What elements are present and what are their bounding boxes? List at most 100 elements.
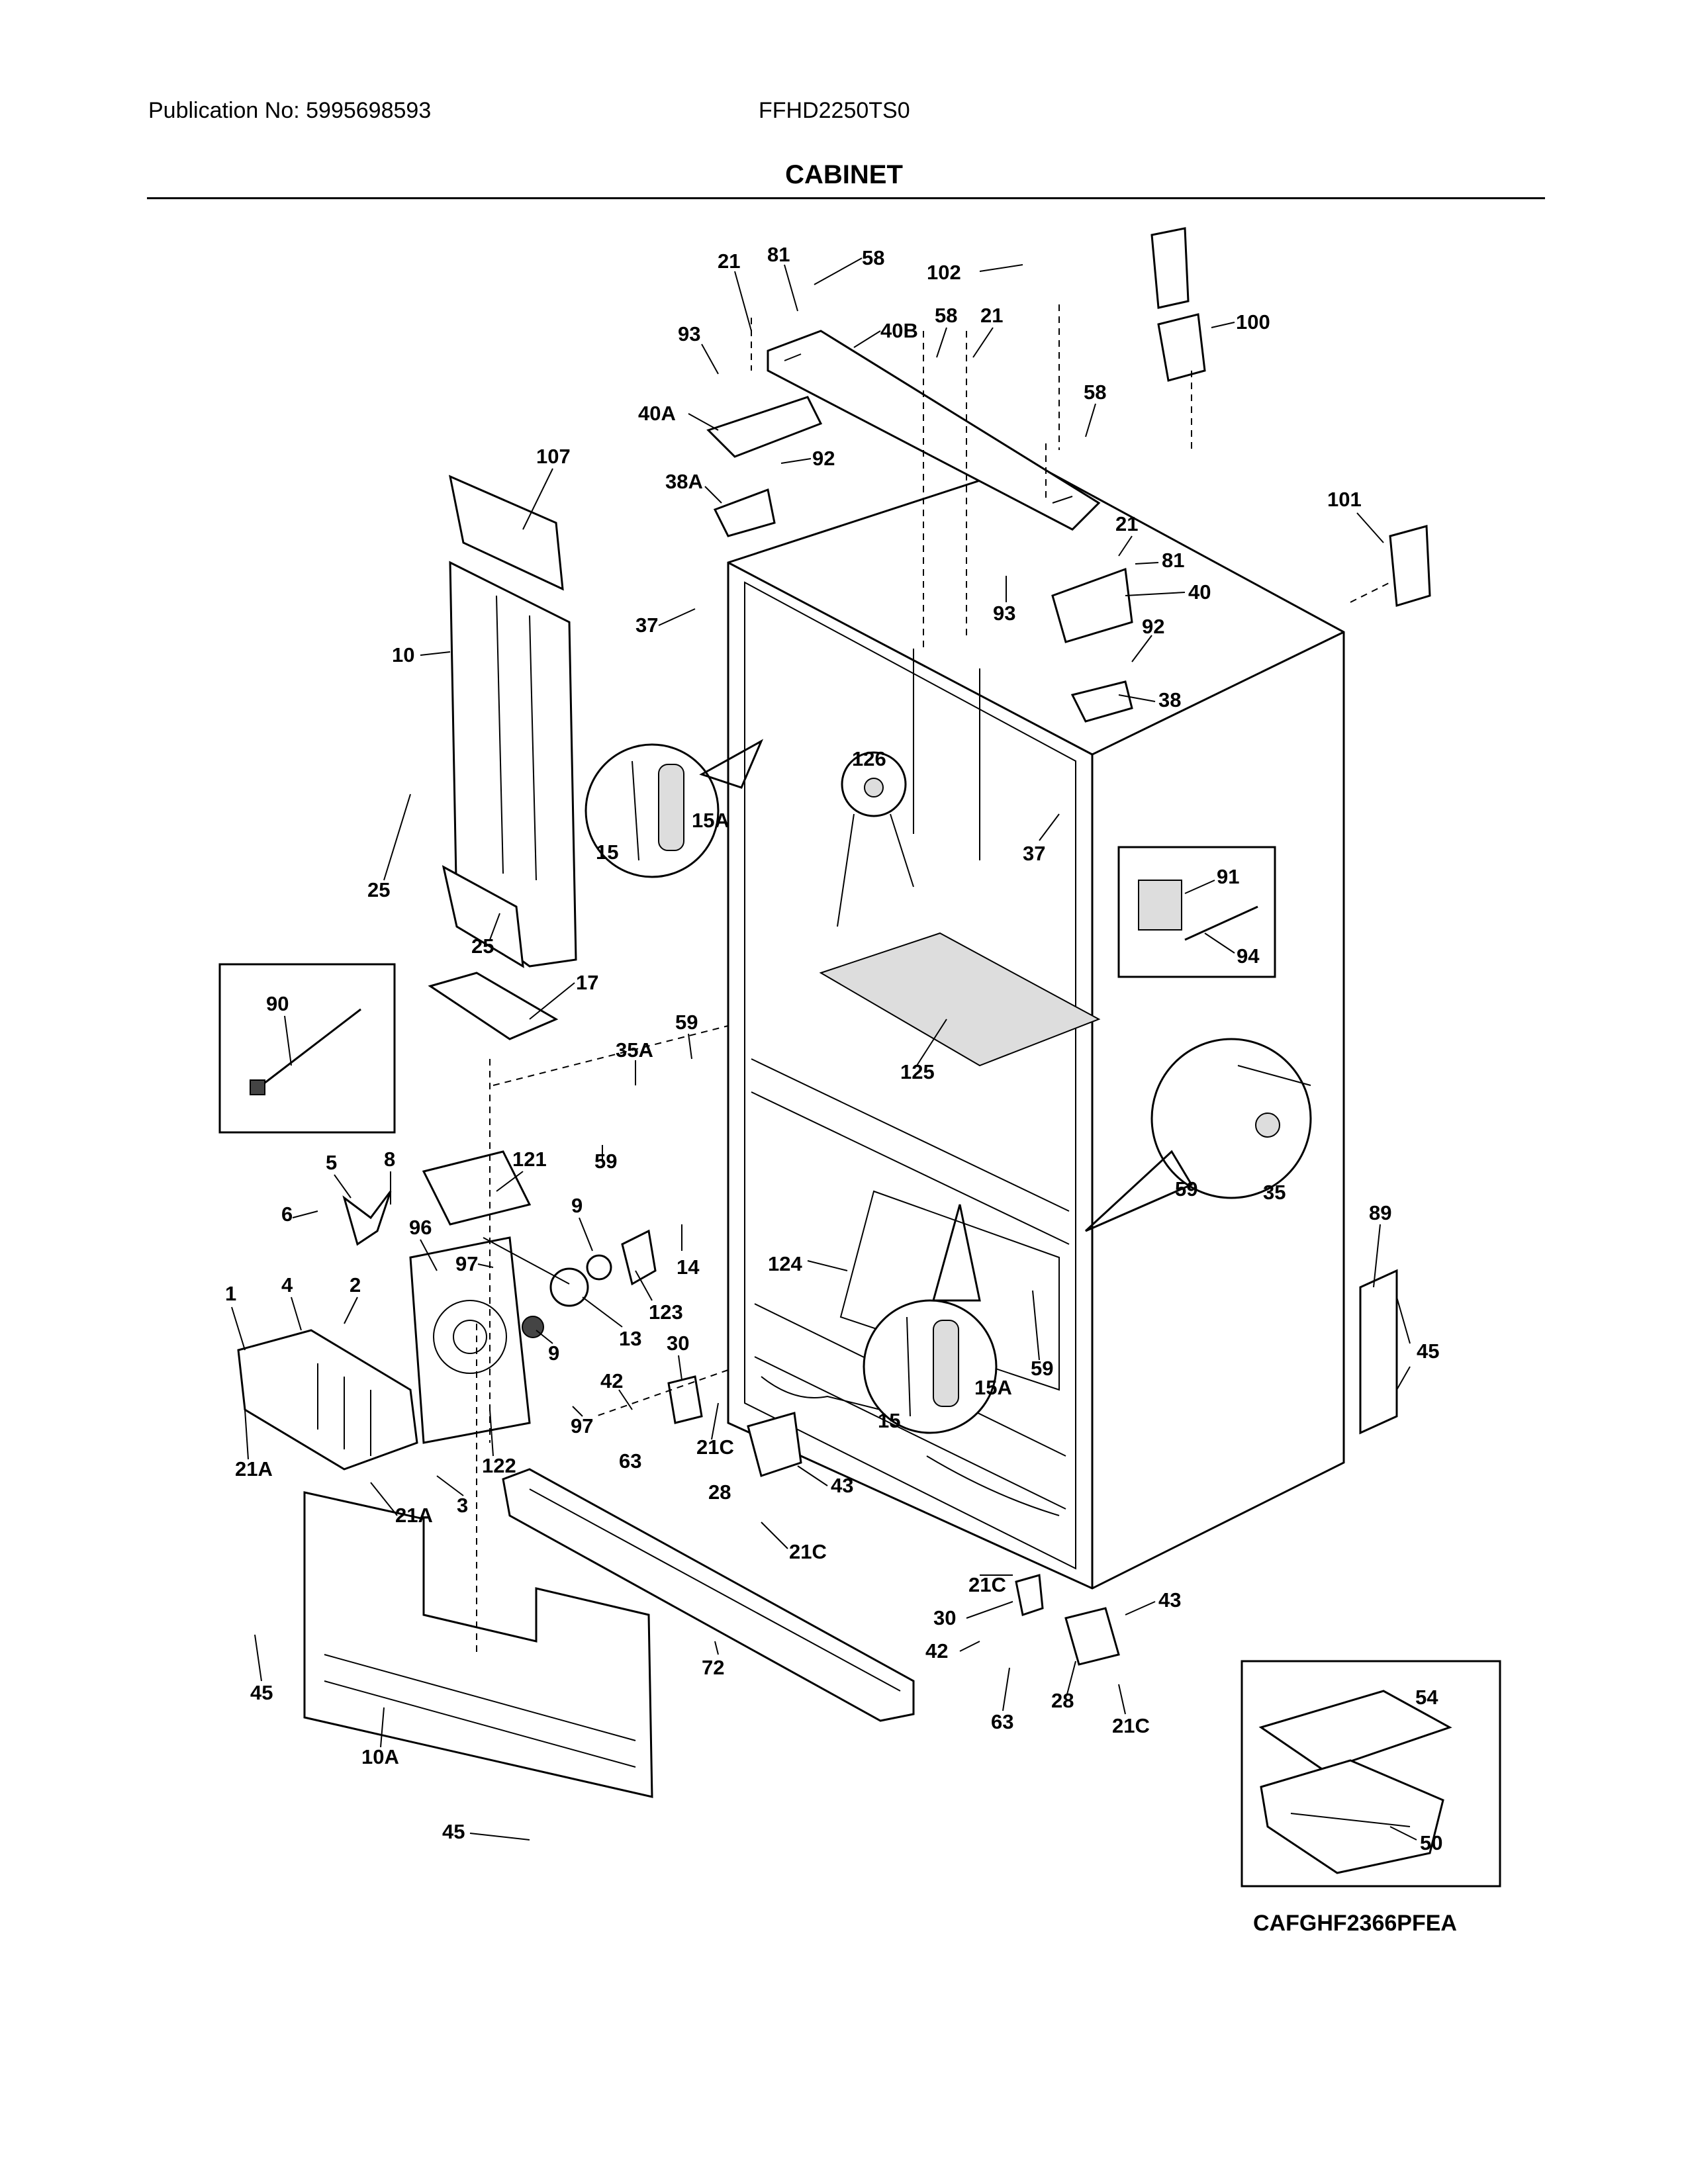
callout-63a: 63 [619, 1449, 641, 1473]
callout-labels: 21 81 58 102 93 40B 58 21 100 40A 58 92 … [225, 243, 1442, 1854]
callout-21Cd: 21C [1112, 1714, 1150, 1737]
callout-21b: 21 [980, 304, 1003, 327]
callout-10: 10 [392, 643, 414, 666]
callout-40: 40 [1188, 580, 1211, 604]
callout-14: 14 [677, 1255, 700, 1279]
callout-10A: 10A [361, 1745, 399, 1768]
callout-92b: 92 [1142, 615, 1164, 638]
callout-59d: 59 [1031, 1357, 1053, 1380]
evaporator-cover-assembly [237, 1150, 532, 1471]
detail-circle-15A-upper [585, 739, 764, 878]
callout-21Aa: 21A [235, 1457, 273, 1480]
air-duct-10 [442, 475, 577, 968]
callout-96: 96 [409, 1216, 432, 1239]
callout-6: 6 [281, 1203, 293, 1226]
callout-4: 4 [281, 1273, 293, 1297]
callout-59a: 59 [675, 1011, 698, 1034]
callout-58c: 58 [1084, 381, 1106, 404]
model-number: FFHD2250TS0 [759, 98, 910, 123]
publication-number: Publication No: 5995698593 [148, 98, 432, 123]
callout-93a: 93 [678, 322, 700, 345]
callout-35: 35 [1263, 1181, 1286, 1204]
callout-9b: 9 [548, 1342, 559, 1365]
drain-pan-17 [428, 972, 559, 1040]
fan-motor-13 [483, 1229, 657, 1338]
callout-100: 100 [1236, 310, 1270, 334]
callout-90: 90 [266, 992, 289, 1015]
callout-15A1: 15A [692, 809, 729, 832]
callout-122: 122 [482, 1454, 516, 1477]
inset-box-91-94 [1117, 846, 1276, 978]
diagram-code: CAFGHF2366PFEA [1253, 1911, 1457, 1936]
callout-42b: 42 [925, 1639, 948, 1662]
callout-42a: 42 [600, 1369, 623, 1392]
callout-97a: 97 [455, 1252, 478, 1275]
callout-72: 72 [702, 1656, 724, 1679]
callout-9a: 9 [571, 1194, 583, 1217]
callout-94: 94 [1237, 944, 1260, 968]
detail-circle-15A-lower [863, 1204, 998, 1434]
callout-38: 38 [1158, 688, 1181, 711]
callout-37a: 37 [635, 614, 658, 637]
section-title: CABINET [785, 160, 903, 189]
callout-21Cc: 21C [968, 1573, 1006, 1596]
callout-30b: 30 [933, 1606, 956, 1629]
toe-grille-72 [502, 1468, 915, 1722]
callout-28a: 28 [708, 1480, 731, 1504]
detail-circle-35 [1084, 1038, 1312, 1232]
callout-97b: 97 [571, 1414, 593, 1437]
callout-89: 89 [1369, 1201, 1391, 1224]
callout-92a: 92 [812, 447, 835, 470]
callout-5: 5 [326, 1151, 337, 1174]
callout-2: 2 [350, 1273, 361, 1297]
callout-63b: 63 [991, 1710, 1013, 1733]
callout-40B: 40B [880, 319, 918, 342]
callout-126: 126 [852, 747, 886, 770]
upper-hinges [706, 227, 1431, 723]
lower-hinge-front [667, 1375, 1120, 1666]
callout-93b: 93 [993, 602, 1015, 625]
callout-124: 124 [768, 1252, 802, 1275]
callout-30a: 30 [667, 1332, 689, 1355]
callout-91: 91 [1217, 865, 1239, 888]
lower-access-cover-10A [303, 1491, 653, 1798]
leader-lines [231, 257, 1417, 1841]
callout-38A: 38A [665, 470, 703, 493]
callout-50: 50 [1420, 1831, 1442, 1854]
callout-8: 8 [384, 1148, 395, 1171]
callout-81a: 81 [767, 243, 790, 266]
callout-59c: 59 [1175, 1177, 1197, 1201]
callout-123: 123 [649, 1300, 683, 1324]
callout-58a: 58 [862, 246, 884, 269]
callout-37b: 37 [1023, 842, 1045, 865]
callout-21Ca: 21C [696, 1435, 734, 1459]
inset-box-50-54 [1241, 1660, 1501, 1888]
inset-box-90 [218, 963, 396, 1134]
callout-43a: 43 [831, 1474, 853, 1497]
callout-40A: 40A [638, 402, 676, 425]
callout-3: 3 [457, 1494, 468, 1517]
cabinet-body [727, 462, 1345, 1590]
side-panel-89 [1359, 1269, 1398, 1435]
callout-21Cb: 21C [789, 1540, 827, 1563]
callout-21a: 21 [718, 250, 740, 273]
callout-17: 17 [576, 971, 598, 994]
callout-45b: 45 [250, 1681, 273, 1704]
fan-blade-5 [342, 1191, 392, 1246]
detail-circle-126 [837, 751, 914, 927]
callout-21Ab: 21A [395, 1504, 433, 1527]
callout-58b: 58 [935, 304, 957, 327]
callout-101: 101 [1327, 488, 1362, 511]
callout-81b: 81 [1162, 549, 1184, 572]
header-divider [147, 197, 1545, 199]
callout-107: 107 [536, 445, 571, 468]
alignment-lines [476, 304, 1391, 1655]
callout-121: 121 [512, 1148, 547, 1171]
callout-21c: 21 [1115, 512, 1138, 535]
top-hinge-cover-40B [767, 330, 1101, 531]
callout-1: 1 [225, 1282, 236, 1305]
callout-45a: 45 [1417, 1340, 1439, 1363]
callout-15A2: 15A [974, 1376, 1012, 1399]
callout-43b: 43 [1158, 1588, 1181, 1612]
